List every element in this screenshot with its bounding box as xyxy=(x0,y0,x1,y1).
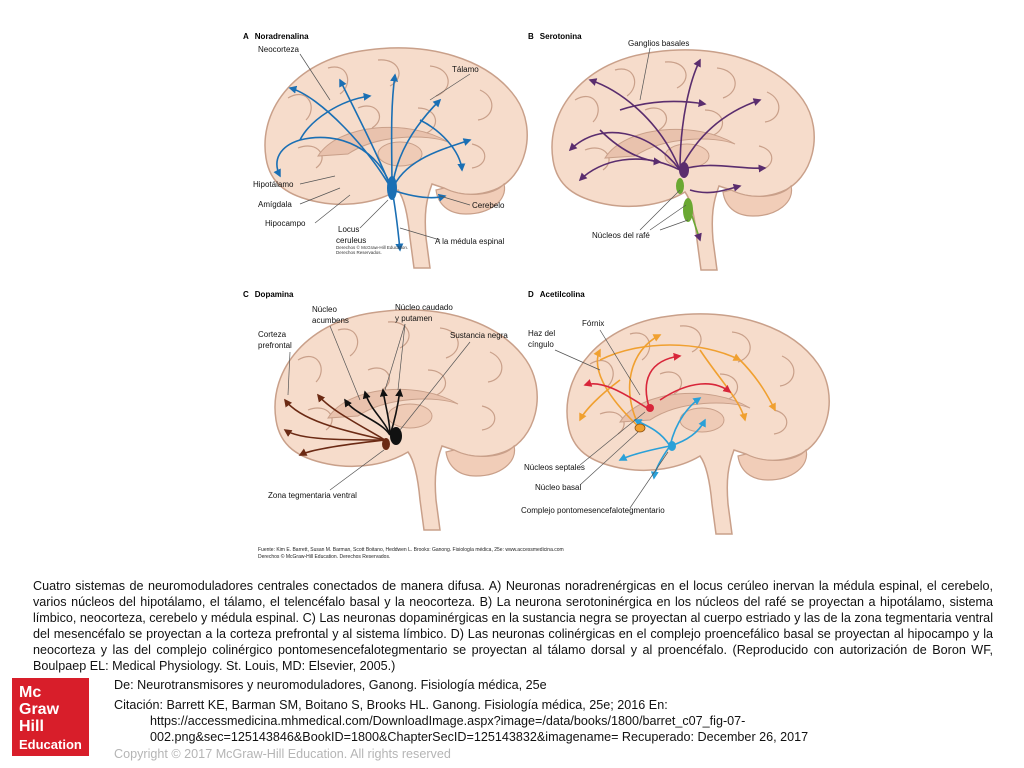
label-nucleos-septales: Núcleos septales xyxy=(524,463,585,472)
label-talamo: Tálamo xyxy=(452,65,479,74)
label-haz-line2: cíngulo xyxy=(528,340,554,349)
serotonina-nucleus-top xyxy=(679,162,689,178)
label-ceruleus: ceruleus xyxy=(336,236,366,245)
label-locus: Locus xyxy=(338,225,359,234)
locus-ceruleus-marker xyxy=(387,176,397,200)
label-nucleo: Núcleo xyxy=(312,305,337,314)
raphe-nucleus-2 xyxy=(683,198,693,222)
label-sustancia-negra: Sustancia negra xyxy=(450,331,508,340)
label-caudado-line2: y putamen xyxy=(395,314,432,323)
figure-caption: Cuatro sistemas de neuromoduladores cent… xyxy=(33,579,993,673)
logo-line-2: Graw xyxy=(19,701,60,718)
label-zona-tegmentaria: Zona tegmentaria ventral xyxy=(268,491,357,500)
dopamina-nigrostriatal-pathways xyxy=(344,388,404,436)
nucleo-basal-marker xyxy=(634,423,646,433)
label-neocorteza: Neocorteza xyxy=(258,45,299,54)
logo-line-3: Hill xyxy=(19,718,44,735)
panel-a-copyright-line1: Derechos © McGraw-Hill Education. xyxy=(336,244,408,250)
serotonina-pathways xyxy=(568,58,767,194)
source-from-line: De: Neurotransmisores y neuromoduladores… xyxy=(114,678,547,692)
label-complejo: Complejo pontomesencefalotegmentario xyxy=(521,506,665,515)
raphe-nucleus-1 xyxy=(676,178,684,194)
zona-tegmentaria-marker xyxy=(382,438,390,450)
citation-block: Citación: Barrett KE, Barman SM, Boitano… xyxy=(114,697,974,745)
copyright-notice: Copyright © 2017 McGraw-Hill Education. … xyxy=(114,747,451,761)
logo-line-1: Mc xyxy=(19,684,42,701)
label-cerebelo: Cerebelo xyxy=(472,201,505,210)
logo-line-4: Education xyxy=(19,737,82,752)
label-corteza-line1: Corteza xyxy=(258,330,287,339)
label-fornix: Fórnix xyxy=(582,319,604,328)
mcgraw-hill-logo: Mc Graw Hill Education xyxy=(12,678,89,756)
label-corteza-line2: prefrontal xyxy=(258,341,292,350)
figure-source-copyright: Derechos © McGraw-Hill Education. Derech… xyxy=(258,553,390,560)
panel-a-copyright-line2: Derechos Reservados. xyxy=(336,250,382,255)
label-hipotalamo: Hipotálamo xyxy=(253,180,294,189)
label-nucleos-rafe: Núcleos del rafé xyxy=(592,231,650,240)
brain-illustration-a xyxy=(264,47,528,269)
nucleos-septales-marker xyxy=(646,404,654,412)
citation-line-1: Citación: Barrett KE, Barman SM, Boitano… xyxy=(114,698,668,712)
label-nucleo-basal: Núcleo basal xyxy=(535,483,581,492)
label-caudado-line1: Núcleo caudado xyxy=(395,303,453,312)
label-haz-line1: Haz del xyxy=(528,329,555,338)
label-hipocampo: Hipocampo xyxy=(265,219,306,228)
label-amigdala: Amígdala xyxy=(258,200,292,209)
label-ganglios-basales: Ganglios basales xyxy=(628,39,689,48)
complejo-pontomesencefalo-marker xyxy=(668,441,676,451)
citation-url-line-2[interactable]: 002.png&sec=125143846&BookID=1800&Chapte… xyxy=(150,730,809,744)
acetilcolina-fornix-pathways xyxy=(583,352,732,411)
label-acumbens: acumbens xyxy=(312,316,349,325)
citation-url-line-1[interactable]: https://accessmedicina.mhmedical.com/Dow… xyxy=(150,714,746,728)
sustancia-negra-marker xyxy=(390,427,402,445)
figure-source-line: Fuente: Kim E. Barrett, Susan M. Barman,… xyxy=(258,547,564,553)
dopamina-mesocortical-pathways xyxy=(283,393,386,456)
label-medula: A la médula espinal xyxy=(435,237,505,246)
